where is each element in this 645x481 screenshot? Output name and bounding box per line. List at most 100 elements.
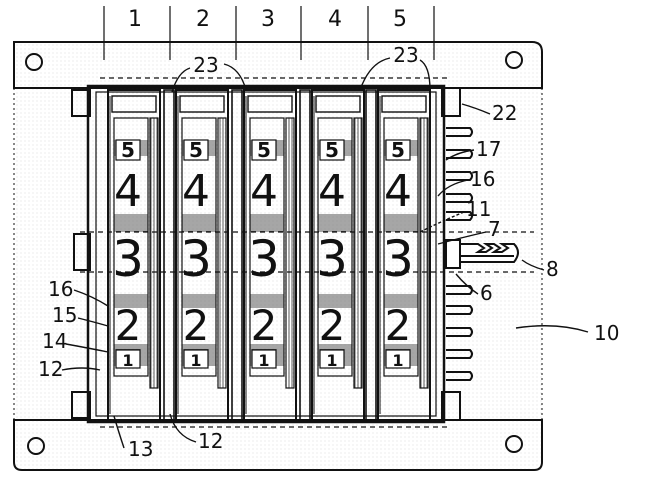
label-23-right: 23 xyxy=(393,43,418,67)
digit-5: 5 xyxy=(189,138,203,162)
column-cap xyxy=(111,95,157,113)
display-window xyxy=(383,117,419,377)
display-window xyxy=(317,117,353,377)
frame xyxy=(71,84,461,424)
separator-post xyxy=(365,89,377,421)
digit-2: 2 xyxy=(319,301,346,350)
hatch-band xyxy=(114,294,148,308)
hatch-band xyxy=(250,214,284,232)
display-column-3: 5 4 3 21 xyxy=(243,89,297,421)
digit-3: 3 xyxy=(316,230,348,288)
label-10: 10 xyxy=(594,321,619,345)
digit-box-top xyxy=(319,139,345,161)
column-plate xyxy=(377,89,431,421)
digit-3: 3 xyxy=(180,230,212,288)
reference-numerals: 23 23 22 17 16 11 7 8 6 10 16 15 14 12 1… xyxy=(38,43,619,461)
column-plate xyxy=(243,89,297,421)
hatch-band xyxy=(384,294,418,308)
digit-box-bottom xyxy=(319,349,345,369)
digit-2: 2 xyxy=(251,301,278,350)
column-cap xyxy=(315,95,361,113)
digit-box-top xyxy=(115,139,141,161)
column-cap xyxy=(247,95,293,113)
digit-4: 4 xyxy=(250,166,278,217)
side-rail xyxy=(149,117,159,389)
label-13: 13 xyxy=(128,437,153,461)
digit-3: 3 xyxy=(382,230,414,288)
hatch-band xyxy=(182,294,216,308)
digit-3: 3 xyxy=(248,230,280,288)
digit-box-bottom xyxy=(115,349,141,369)
digit-box-bottom xyxy=(385,349,411,369)
column-plate xyxy=(107,89,161,421)
digit-4: 4 xyxy=(318,166,346,217)
mount-hole-bottom-left xyxy=(27,437,45,455)
column-number-4: 4 xyxy=(328,7,342,32)
digit-1: 1 xyxy=(258,351,269,370)
column-cap xyxy=(381,95,427,113)
digit-2: 2 xyxy=(183,301,210,350)
digit-1: 1 xyxy=(122,351,133,370)
separator-post xyxy=(299,89,311,421)
label-17: 17 xyxy=(476,137,501,161)
column-plate xyxy=(311,89,365,421)
label-23-left: 23 xyxy=(193,53,218,77)
hose-connector xyxy=(445,239,519,269)
digit-5: 5 xyxy=(121,138,135,162)
mount-hole-top-left xyxy=(25,53,43,71)
side-rail xyxy=(285,117,295,389)
label-14: 14 xyxy=(42,329,67,353)
display-window xyxy=(113,117,149,377)
digit-2: 2 xyxy=(385,301,412,350)
digit-3: 3 xyxy=(112,230,144,288)
separator-post xyxy=(231,89,243,421)
label-16-right: 16 xyxy=(470,167,495,191)
hatch-band xyxy=(318,214,352,232)
digit-box-bottom xyxy=(183,349,209,369)
hatch-band xyxy=(250,294,284,308)
display-column-4: 5 4 3 21 xyxy=(311,89,365,421)
label-6: 6 xyxy=(480,281,493,305)
display-window xyxy=(249,117,285,377)
side-rail xyxy=(419,117,429,389)
label-12-left: 12 xyxy=(38,357,63,381)
digit-1: 1 xyxy=(326,351,337,370)
label-8: 8 xyxy=(546,257,559,281)
mount-hole-bottom-right xyxy=(505,435,523,453)
column-number-3: 3 xyxy=(261,7,275,32)
column-number-1: 1 xyxy=(128,7,142,32)
hatch-band xyxy=(182,214,216,232)
column-number-5: 5 xyxy=(393,7,407,32)
digit-5: 5 xyxy=(257,138,271,162)
digit-box-top xyxy=(183,139,209,161)
label-15: 15 xyxy=(52,303,77,327)
display-column-1: 5 4 3 21 xyxy=(107,89,161,421)
label-22: 22 xyxy=(492,101,517,125)
digit-4: 4 xyxy=(384,166,412,217)
separator-post xyxy=(163,89,175,421)
digit-4: 4 xyxy=(114,166,142,217)
side-rail xyxy=(353,117,363,389)
column-number-2: 2 xyxy=(196,7,210,32)
mount-hole-top-right xyxy=(505,51,523,69)
label-11: 11 xyxy=(466,197,491,221)
digit-1: 1 xyxy=(190,351,201,370)
digit-box-bottom xyxy=(251,349,277,369)
digit-5: 5 xyxy=(325,138,339,162)
label-16-left: 16 xyxy=(48,277,73,301)
hatch-band xyxy=(318,294,352,308)
hatch-band xyxy=(384,214,418,232)
column-plate xyxy=(175,89,229,421)
digit-5: 5 xyxy=(391,138,405,162)
side-rail xyxy=(217,117,227,389)
column-cap xyxy=(179,95,225,113)
display-window xyxy=(181,117,217,377)
label-7: 7 xyxy=(488,217,501,241)
digit-2: 2 xyxy=(115,301,142,350)
label-12-bottom: 12 xyxy=(198,429,223,453)
hatch-band xyxy=(114,214,148,232)
